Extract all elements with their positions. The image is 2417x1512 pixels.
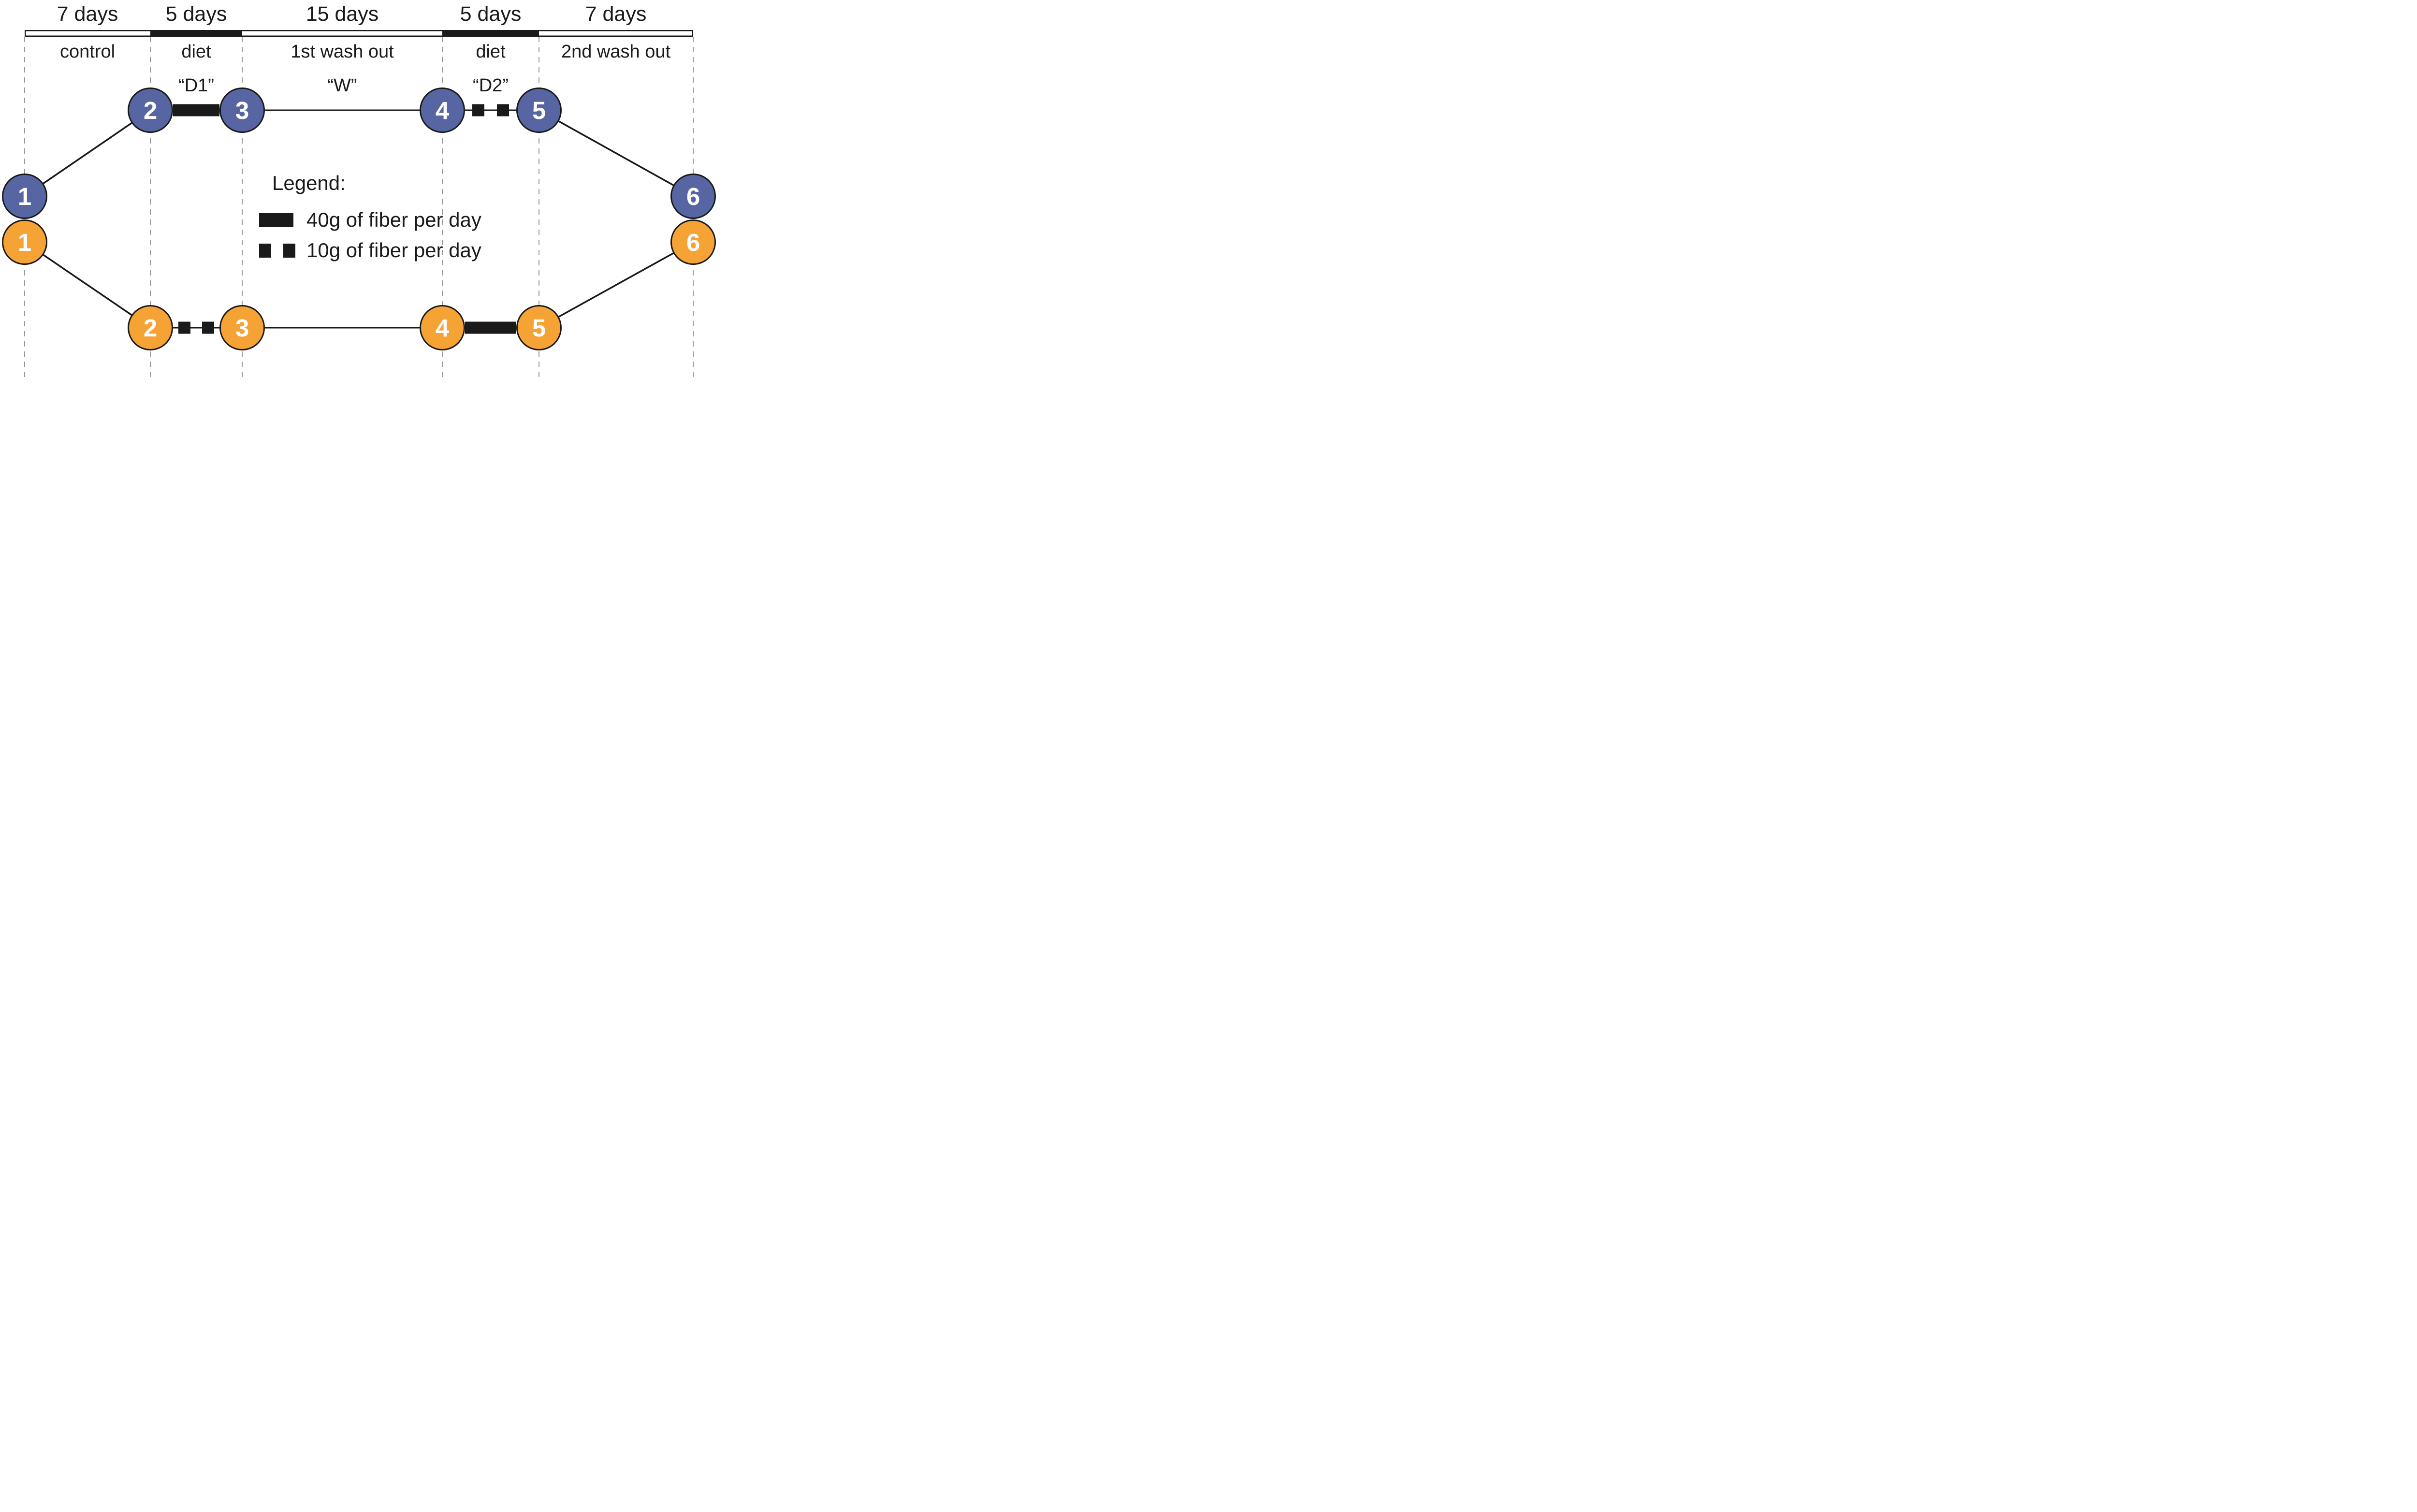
node-orange-1: 1	[2, 219, 47, 265]
phase-label-control: control	[59, 42, 116, 62]
timeline-segment-washout-2	[539, 31, 692, 36]
node-orange-6: 6	[670, 219, 716, 265]
phase-label-diet-1: diet	[181, 42, 211, 62]
phase-label-washout-2: 2nd wash out	[561, 42, 671, 62]
fiber-10g-square	[178, 321, 190, 334]
connector-orange-1-2	[24, 241, 151, 329]
legend-solid-bar-swatch	[259, 213, 293, 227]
legend-title: Legend:	[272, 172, 346, 194]
node-blue-3: 3	[219, 87, 265, 133]
fiber-40g-bar-blue-2-3	[173, 104, 219, 116]
timeline-segment-control	[26, 31, 150, 36]
legend-label-40g: 40g of fiber per day	[306, 208, 481, 231]
duration-label-4: 5 days	[460, 2, 522, 26]
study-design-diagram: 7 days 5 days 15 days 5 days 7 days cont…	[0, 0, 720, 378]
code-label-w: “W”	[327, 75, 357, 96]
node-orange-4: 4	[420, 305, 465, 350]
legend-label-10g: 10g of fiber per day	[306, 239, 481, 262]
connector-blue-5-6	[539, 109, 694, 197]
legend-dashed-square-icon	[259, 244, 271, 258]
node-blue-1: 1	[2, 174, 47, 219]
duration-label-2: 5 days	[165, 2, 227, 26]
timeline-bar	[25, 30, 693, 37]
connector-orange-5-6	[539, 241, 694, 329]
node-orange-5: 5	[516, 305, 562, 350]
code-label-d2: “D2”	[473, 75, 509, 96]
node-blue-5: 5	[516, 87, 562, 133]
fiber-40g-bar-orange-4-5	[465, 321, 516, 334]
diagram-graphics	[24, 30, 694, 378]
node-blue-4: 4	[420, 87, 465, 133]
connector-lines	[24, 109, 694, 329]
fiber-10g-squares	[178, 104, 509, 334]
fiber-10g-square	[472, 104, 484, 116]
code-label-d1: “D1”	[178, 75, 214, 96]
fiber-10g-square	[497, 104, 509, 116]
duration-label-1: 7 days	[57, 2, 118, 26]
duration-label-3: 15 days	[306, 2, 379, 26]
node-orange-2: 2	[128, 305, 173, 350]
duration-label-5: 7 days	[585, 2, 647, 26]
node-blue-6: 6	[670, 174, 716, 219]
node-orange-3: 3	[219, 305, 265, 350]
legend-dashed-square-icon	[283, 244, 295, 258]
node-blue-2: 2	[128, 87, 173, 133]
fiber-10g-square	[202, 321, 214, 334]
legend-swatches	[259, 213, 295, 258]
connector-blue-1-2	[24, 109, 151, 197]
timeline-segment-washout-1	[242, 31, 442, 36]
phase-label-washout-1: 1st wash out	[291, 42, 394, 62]
phase-label-diet-2: diet	[476, 42, 506, 62]
